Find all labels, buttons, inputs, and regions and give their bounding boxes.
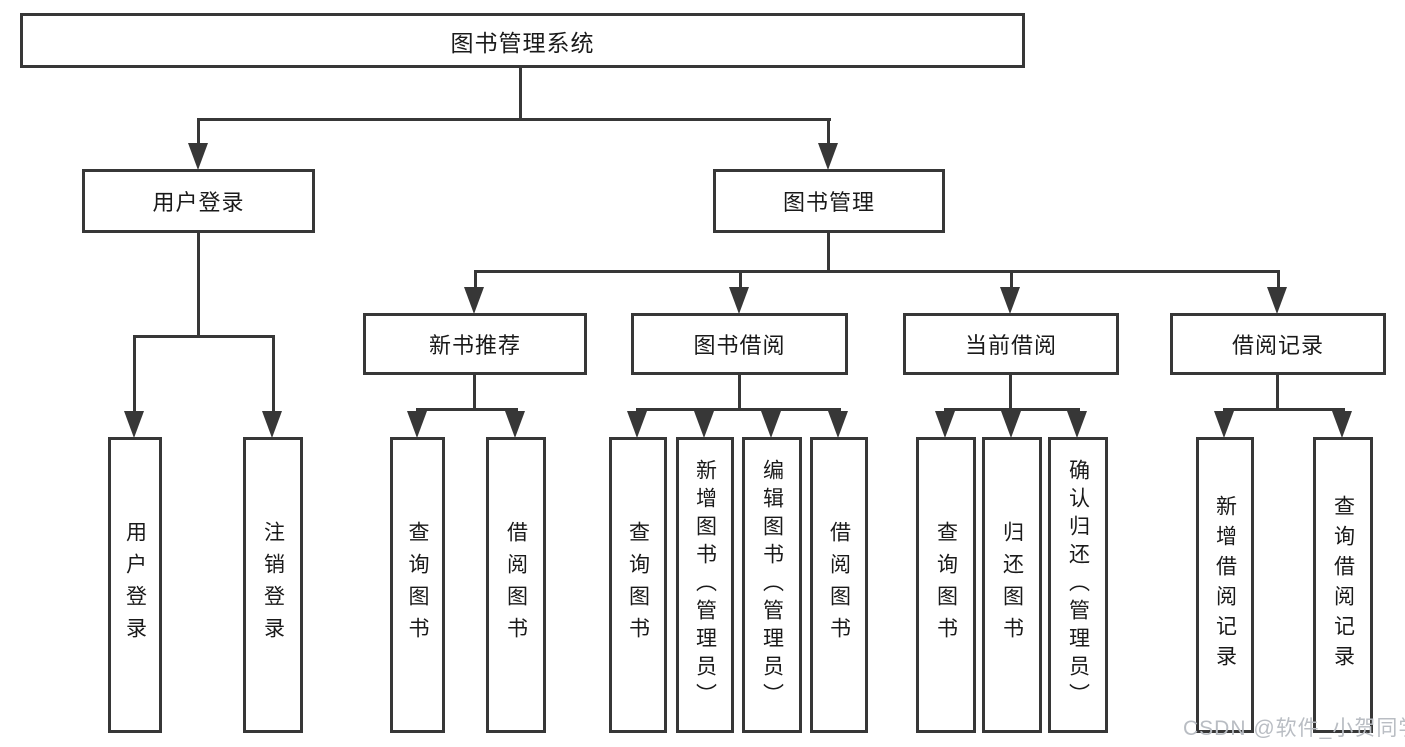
connector-drop-leaf-logout <box>272 338 275 413</box>
arrowhead-bb-add <box>694 411 714 438</box>
connector-bookborrow-vline <box>738 375 741 411</box>
connector-drop-new-rec <box>474 273 477 289</box>
node-book-borrow: 图书借阅 <box>631 313 848 375</box>
node-root: 图书管理系统 <box>20 13 1025 68</box>
leaf-bb-borrow-books-label: 借阅图书 <box>827 521 851 649</box>
node-user-login: 用户登录 <box>82 169 315 233</box>
leaf-bb-edit-books-admin-label: 编辑图书（管理员） <box>760 459 784 711</box>
connector-drop-leaf-user-login <box>133 338 136 413</box>
connector-drop-book-mgmt <box>827 121 830 145</box>
leaf-br-query-record-label: 查询借阅记录 <box>1331 495 1355 675</box>
connector-borrowrecord-hbar <box>1223 408 1345 411</box>
connector-borrowrecord-vline <box>1276 375 1279 411</box>
node-user-login-label: 用户登录 <box>152 190 245 215</box>
leaf-user-login-label: 用户登录 <box>123 521 147 649</box>
connector-bookmgmt-hbar <box>474 270 1280 273</box>
arrowhead-current-borrow <box>1000 287 1020 314</box>
arrowhead-leaf-user-login <box>124 411 144 438</box>
node-new-rec-label: 新书推荐 <box>428 333 521 358</box>
leaf-br-add-record: 新增借阅记录 <box>1196 437 1254 733</box>
leaf-bb-query-books-label: 查询图书 <box>626 521 650 649</box>
node-borrow-record-label: 借阅记录 <box>1231 333 1324 358</box>
leaf-rec-query-books: 查询图书 <box>390 437 445 733</box>
connector-bookmgmt-vline <box>827 233 830 273</box>
node-book-mgmt-label: 图书管理 <box>782 190 875 215</box>
node-borrow-record: 借阅记录 <box>1170 313 1386 375</box>
leaf-cb-confirm-return-admin-label: 确认归还（管理员） <box>1066 459 1090 711</box>
arrowhead-borrow-record <box>1267 287 1287 314</box>
leaf-rec-borrow-books: 借阅图书 <box>486 437 546 733</box>
arrowhead-cb-confirm <box>1067 411 1087 438</box>
connector-currentborrow-vline <box>1009 375 1012 411</box>
leaf-logout: 注销登录 <box>243 437 303 733</box>
arrowhead-new-rec <box>464 287 484 314</box>
leaf-bb-add-books-admin: 新增图书（管理员） <box>676 437 734 733</box>
arrowhead-bb-query <box>627 411 647 438</box>
leaf-bb-query-books: 查询图书 <box>609 437 667 733</box>
connector-newrec-hbar <box>416 408 518 411</box>
connector-drop-borrow-record <box>1277 273 1280 289</box>
arrowhead-cb-query <box>935 411 955 438</box>
node-current-borrow-label: 当前借阅 <box>964 333 1057 358</box>
arrowhead-br-add <box>1214 411 1234 438</box>
connector-bookborrow-hbar <box>636 408 841 411</box>
connector-drop-book-borrow <box>739 273 742 289</box>
arrowhead-bb-borrow <box>828 411 848 438</box>
leaf-br-add-record-label: 新增借阅记录 <box>1213 495 1237 675</box>
node-book-mgmt: 图书管理 <box>713 169 945 233</box>
connector-currentborrow-hbar <box>944 408 1080 411</box>
node-new-rec: 新书推荐 <box>363 313 587 375</box>
connector-drop-current-borrow <box>1010 273 1013 289</box>
node-root-label: 图书管理系统 <box>450 29 595 56</box>
leaf-user-login: 用户登录 <box>108 437 162 733</box>
connector-userlogin-vline <box>197 233 200 338</box>
arrowhead-cb-return <box>1001 411 1021 438</box>
connector-userlogin-hbar <box>133 335 275 338</box>
leaf-cb-confirm-return-admin: 确认归还（管理员） <box>1048 437 1108 733</box>
leaf-rec-query-books-label: 查询图书 <box>406 521 429 649</box>
leaf-br-query-record: 查询借阅记录 <box>1313 437 1373 733</box>
arrowhead-book-borrow <box>729 287 749 314</box>
node-current-borrow: 当前借阅 <box>903 313 1119 375</box>
arrowhead-bb-edit <box>761 411 781 438</box>
leaf-bb-add-books-admin-label: 新增图书（管理员） <box>693 459 717 711</box>
connector-root-vline <box>519 68 522 121</box>
leaf-bb-borrow-books: 借阅图书 <box>810 437 868 733</box>
connector-root-hbar <box>197 118 831 121</box>
connector-newrec-vline <box>473 375 476 411</box>
leaf-cb-query-books-label: 查询图书 <box>934 521 958 649</box>
arrowhead-rec-query <box>407 411 427 438</box>
watermark: CSDN @软件_小贺同学 <box>1183 717 1405 740</box>
arrowhead-user-login <box>188 143 208 170</box>
arrowhead-leaf-logout <box>262 411 282 438</box>
leaf-rec-borrow-books-label: 借阅图书 <box>504 521 528 649</box>
arrowhead-book-mgmt <box>818 143 838 170</box>
arrowhead-br-query <box>1332 411 1352 438</box>
connector-drop-user-login <box>197 121 200 145</box>
leaf-cb-return-books: 归还图书 <box>982 437 1042 733</box>
arrowhead-rec-borrow <box>505 411 525 438</box>
leaf-cb-query-books: 查询图书 <box>916 437 976 733</box>
leaf-logout-label: 注销登录 <box>261 521 285 649</box>
leaf-cb-return-books-label: 归还图书 <box>1000 521 1024 649</box>
leaf-bb-edit-books-admin: 编辑图书（管理员） <box>742 437 802 733</box>
node-book-borrow-label: 图书借阅 <box>693 333 786 358</box>
